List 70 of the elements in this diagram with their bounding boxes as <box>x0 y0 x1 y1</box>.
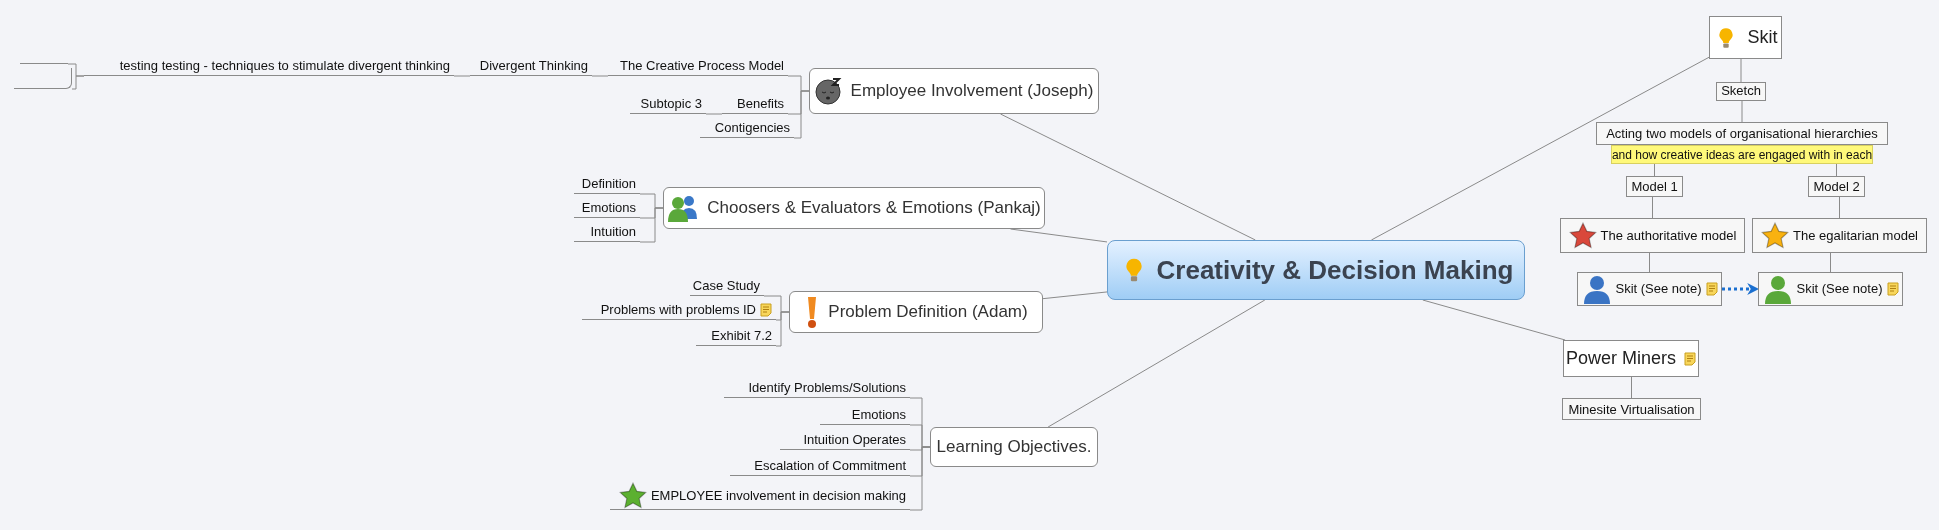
topic-box <box>1709 16 1782 59</box>
subtopic: Case Study <box>690 276 764 296</box>
blank-topic <box>14 68 72 89</box>
topic-box: Model 1 <box>1626 176 1683 197</box>
branch-line <box>1836 163 1837 177</box>
branch-line <box>1649 252 1650 273</box>
subtopic: Divergent Thinking <box>470 56 592 76</box>
subtopic: The Creative Process Model <box>608 56 788 76</box>
topic-box <box>1758 272 1903 306</box>
topic-text: Skit <box>1747 26 1778 49</box>
topic-box: Sketch <box>1716 82 1766 101</box>
topic-box: Model 2 <box>1808 176 1865 197</box>
topic-box <box>1752 218 1927 253</box>
subtopic: Contigencies <box>700 118 794 138</box>
subtopic: testing testing - techniques to stimulate divergent thinking <box>84 56 454 76</box>
branch-line <box>591 75 609 77</box>
topic-text: EMPLOYEE involvement in decision making <box>650 486 906 505</box>
branch-line <box>775 311 790 347</box>
branch-line <box>1839 196 1840 219</box>
branch-line <box>1631 376 1632 399</box>
subtopic <box>610 482 910 510</box>
topic-text: Employee Involvement (Joseph) <box>850 80 1094 103</box>
branch-line <box>793 90 810 139</box>
branch-line <box>1370 56 1710 241</box>
topic-text: Power Miners <box>1566 347 1676 370</box>
subtopic: Escalation of Commitment <box>730 456 910 476</box>
subtopic: Emotions <box>820 405 910 425</box>
topic-text: Problems with problems ID <box>600 300 756 319</box>
arrow <box>1722 283 1760 295</box>
subtopic: Exhibit 7.2 <box>696 326 776 346</box>
topic-box <box>663 187 1045 229</box>
subtopic: Intuition <box>574 222 640 242</box>
branch-line <box>1047 299 1266 428</box>
topic-text: Problem Definition (Adam) <box>828 301 1028 324</box>
subtopic: Identify Problems/Solutions <box>724 378 910 398</box>
branch-line <box>1830 252 1831 273</box>
branch-line <box>1741 100 1743 123</box>
subtopic: Emotions <box>574 198 640 218</box>
subtopic: Benefits <box>722 94 788 114</box>
branch-line <box>639 207 664 243</box>
branch-line <box>71 75 85 90</box>
topic-text: Skit (See note) <box>1615 280 1702 299</box>
topic-text: The egalitarian model <box>1793 226 1918 245</box>
topic-box: Minesite Virtualisation <box>1562 398 1701 420</box>
topic-box <box>809 68 1099 114</box>
branch-line <box>453 75 471 77</box>
topic-box <box>1577 272 1722 306</box>
topic-box <box>789 291 1043 333</box>
subtopic: Definition <box>574 174 640 194</box>
highlighted-note: and how creative ideas are engaged with in each <box>1611 145 1873 164</box>
topic-text: Skit (See note) <box>1796 280 1883 299</box>
branch-line <box>1654 163 1655 177</box>
topic-box <box>930 427 1098 467</box>
topic-text: Learning Objectives. <box>936 436 1092 459</box>
branch-line <box>1042 291 1108 300</box>
branch-line <box>705 113 723 115</box>
central-topic <box>1107 240 1525 300</box>
branch-line <box>1422 299 1566 341</box>
topic-box <box>1563 340 1699 377</box>
subtopic <box>582 300 776 320</box>
branch-line <box>1652 196 1653 219</box>
topic-box <box>1560 218 1745 253</box>
topic-text: The authoritative model <box>1600 226 1737 245</box>
subtopic: Intuition Operates <box>780 430 910 450</box>
branch-line <box>1740 58 1742 83</box>
topic-box: Acting two models of organisational hierarchies <box>1596 122 1888 145</box>
topic-text: Creativity & Decision Making <box>1156 253 1514 287</box>
subtopic: Subtopic 3 <box>630 94 706 114</box>
topic-text: Choosers & Evaluators & Emotions (Pankaj) <box>707 197 1041 220</box>
branch-line <box>1000 113 1256 241</box>
